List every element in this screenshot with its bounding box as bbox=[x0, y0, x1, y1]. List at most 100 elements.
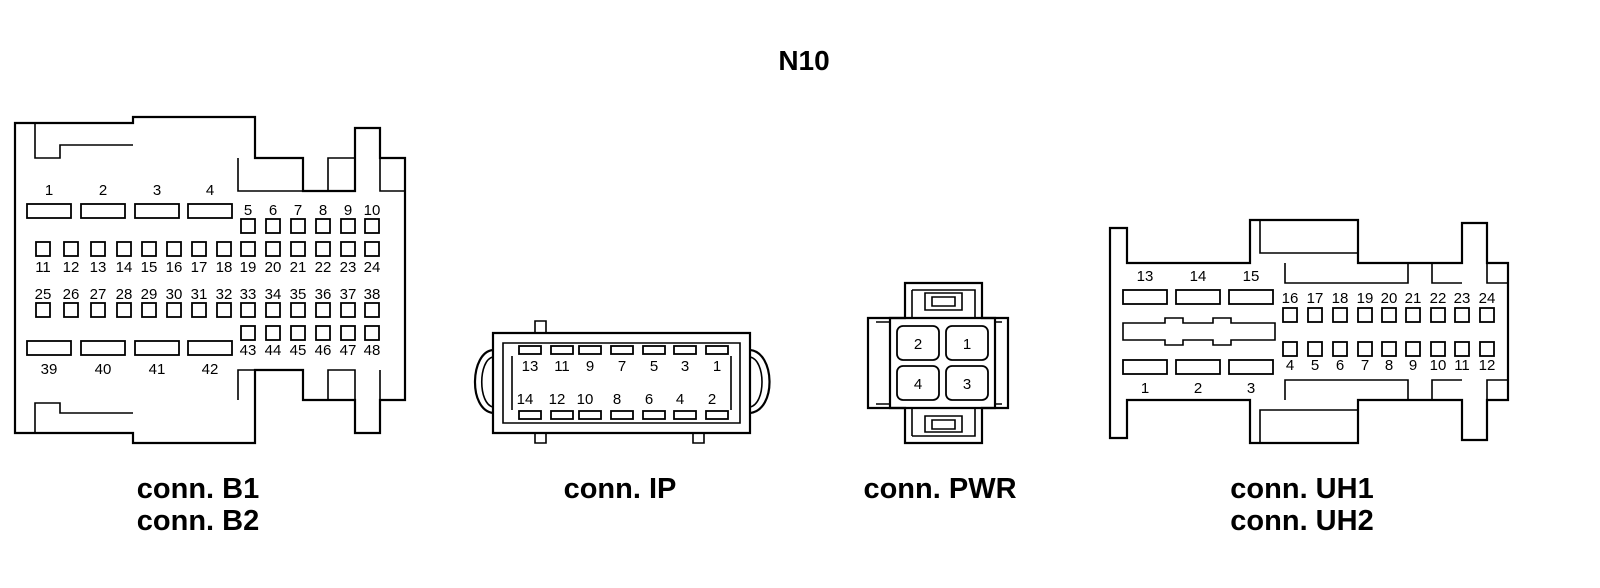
pin-label-b-27: 27 bbox=[90, 286, 107, 303]
pin-b-44 bbox=[265, 325, 281, 341]
pin-label-b-47: 47 bbox=[340, 342, 357, 359]
pin-uh-24 bbox=[1479, 307, 1495, 323]
pin-label-uh-22: 22 bbox=[1430, 290, 1447, 307]
pin-label-b-25: 25 bbox=[35, 286, 52, 303]
pin-label-b-9: 9 bbox=[344, 202, 352, 219]
pin-ip-12 bbox=[550, 410, 574, 420]
pin-b-35 bbox=[290, 302, 306, 318]
pin-label-b-32: 32 bbox=[216, 286, 233, 303]
pin-uh-14 bbox=[1175, 289, 1221, 305]
pin-uh-6 bbox=[1332, 341, 1348, 357]
pin-b-3 bbox=[134, 203, 180, 219]
pin-ip-14 bbox=[518, 410, 542, 420]
pin-uh-23 bbox=[1454, 307, 1470, 323]
pin-b-47 bbox=[340, 325, 356, 341]
pin-label-uh-1: 1 bbox=[1141, 380, 1149, 397]
pin-b-12 bbox=[63, 241, 79, 257]
pin-uh-10 bbox=[1430, 341, 1446, 357]
pin-label-uh-3: 3 bbox=[1247, 380, 1255, 397]
pin-b-7 bbox=[290, 218, 306, 234]
pin-label-pwr-3: 3 bbox=[963, 376, 971, 393]
pin-b-37 bbox=[340, 302, 356, 318]
pin-uh-11 bbox=[1454, 341, 1470, 357]
pin-uh-13 bbox=[1122, 289, 1168, 305]
pin-uh-18 bbox=[1332, 307, 1348, 323]
pin-label-b-13: 13 bbox=[90, 259, 107, 276]
pin-b-22 bbox=[315, 241, 331, 257]
pin-label-b-40: 40 bbox=[95, 361, 112, 378]
pin-label-b-44: 44 bbox=[265, 342, 282, 359]
pin-label-ip-6: 6 bbox=[645, 391, 653, 408]
pin-b-30 bbox=[166, 302, 182, 318]
pin-label-ip-7: 7 bbox=[618, 358, 626, 375]
pin-b-24 bbox=[364, 241, 380, 257]
pin-label-b-10: 10 bbox=[364, 202, 381, 219]
pin-b-46 bbox=[315, 325, 331, 341]
caption-b2: conn. B2 bbox=[137, 505, 259, 537]
caption-b1: conn. B1 bbox=[137, 473, 259, 505]
pin-label-ip-10: 10 bbox=[577, 391, 594, 408]
pin-label-pwr-2: 2 bbox=[914, 336, 922, 353]
pin-label-uh-9: 9 bbox=[1409, 357, 1417, 374]
pin-label-pwr-4: 4 bbox=[914, 376, 922, 393]
pin-label-b-33: 33 bbox=[240, 286, 257, 303]
pin-b-13 bbox=[90, 241, 106, 257]
pin-label-b-34: 34 bbox=[265, 286, 282, 303]
pin-label-b-19: 19 bbox=[240, 259, 257, 276]
pin-b-41 bbox=[134, 340, 180, 356]
pin-label-b-15: 15 bbox=[141, 259, 158, 276]
pin-label-b-42: 42 bbox=[202, 361, 219, 378]
pin-label-b-21: 21 bbox=[290, 259, 307, 276]
pin-uh-19 bbox=[1357, 307, 1373, 323]
pin-b-48 bbox=[364, 325, 380, 341]
pin-label-ip-13: 13 bbox=[522, 358, 539, 375]
pin-label-uh-24: 24 bbox=[1479, 290, 1496, 307]
pin-b-25 bbox=[35, 302, 51, 318]
pin-ip-10 bbox=[578, 410, 602, 420]
pin-label-ip-14: 14 bbox=[517, 391, 534, 408]
pin-uh-17 bbox=[1307, 307, 1323, 323]
pin-uh-20 bbox=[1381, 307, 1397, 323]
pin-ip-5 bbox=[642, 345, 666, 355]
pin-label-b-31: 31 bbox=[191, 286, 208, 303]
pin-b-17 bbox=[191, 241, 207, 257]
diagram-title: N10 bbox=[778, 45, 829, 76]
pin-label-b-23: 23 bbox=[340, 259, 357, 276]
pin-uh-8 bbox=[1381, 341, 1397, 357]
pin-pwr-1 bbox=[945, 325, 989, 361]
pin-label-b-12: 12 bbox=[63, 259, 80, 276]
pin-label-uh-12: 12 bbox=[1479, 357, 1496, 374]
pin-label-uh-19: 19 bbox=[1357, 290, 1374, 307]
pin-uh-3 bbox=[1228, 359, 1274, 375]
pin-label-b-6: 6 bbox=[269, 202, 277, 219]
pin-ip-7 bbox=[610, 345, 634, 355]
pin-b-45 bbox=[290, 325, 306, 341]
pin-label-ip-11: 11 bbox=[554, 358, 570, 375]
pin-b-36 bbox=[315, 302, 331, 318]
pin-b-8 bbox=[315, 218, 331, 234]
pin-b-5 bbox=[240, 218, 256, 234]
pin-pwr-2 bbox=[896, 325, 940, 361]
pin-label-uh-15: 15 bbox=[1243, 268, 1260, 285]
pin-uh-7 bbox=[1357, 341, 1373, 357]
pin-label-uh-18: 18 bbox=[1332, 290, 1349, 307]
pin-label-uh-11: 11 bbox=[1454, 357, 1470, 374]
pin-b-42 bbox=[187, 340, 233, 356]
pin-label-uh-5: 5 bbox=[1311, 357, 1319, 374]
pin-label-ip-12: 12 bbox=[549, 391, 566, 408]
pin-label-uh-21: 21 bbox=[1405, 290, 1422, 307]
pin-b-31 bbox=[191, 302, 207, 318]
pin-uh-12 bbox=[1479, 341, 1495, 357]
pin-label-b-17: 17 bbox=[191, 259, 208, 276]
pin-uh-4 bbox=[1282, 341, 1298, 357]
pin-label-ip-1: 1 bbox=[713, 358, 721, 375]
pin-label-uh-6: 6 bbox=[1336, 357, 1344, 374]
pin-b-2 bbox=[80, 203, 126, 219]
caption-ip: conn. IP bbox=[564, 473, 677, 505]
pin-uh-16 bbox=[1282, 307, 1298, 323]
pin-ip-4 bbox=[673, 410, 697, 420]
pin-ip-8 bbox=[610, 410, 634, 420]
